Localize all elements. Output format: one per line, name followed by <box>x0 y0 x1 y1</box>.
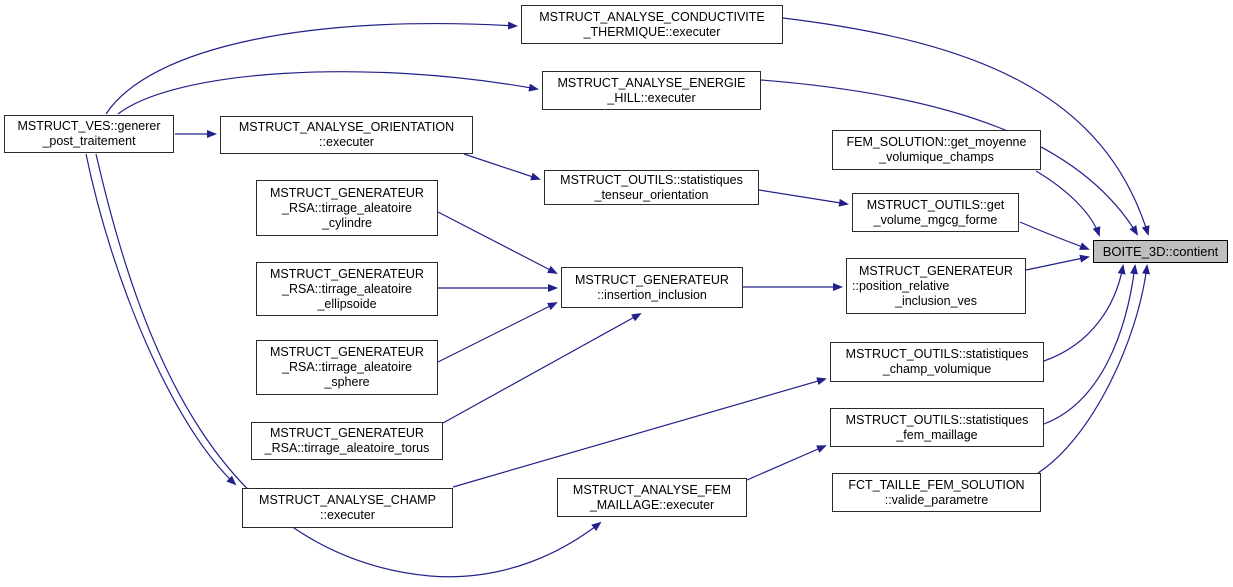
node-mstruct-analyse-conductivite-thermique-executer[interactable]: MSTRUCT_ANALYSE_CONDUCTIVITE _THERMIQUE:… <box>521 5 783 44</box>
edge-conductivite-to-contient <box>782 17 1150 236</box>
node-mstruct-generateur-position-relative-inclusion-ves[interactable]: MSTRUCT_GENERATEUR ::position_relative _… <box>846 258 1026 314</box>
node-label-line: _inclusion_ves <box>895 293 977 308</box>
edge-energie-to-contient <box>760 79 1139 236</box>
node-label-line: ::insertion_inclusion <box>597 287 707 302</box>
node-mstruct-outils-statistiques-fem-maillage[interactable]: MSTRUCT_OUTILS::statistiques _fem_mailla… <box>830 408 1044 447</box>
node-label-line: _RSA::tirrage_aleatoire <box>282 360 412 374</box>
edge-ves-to-energie <box>117 71 539 115</box>
edge-cylindre-to-insertion <box>437 211 558 274</box>
node-label-line: MSTRUCT_OUTILS::statistiques <box>845 412 1029 427</box>
node-label-line: MSTRUCT_ANALYSE_ENERGIE <box>557 75 746 90</box>
node-mstruct-generateur-rsa-tirrage-aleatoire-ellipsoide[interactable]: MSTRUCT_GENERATEUR _RSA::tirrage_aleatoi… <box>256 262 438 316</box>
node-label-line: ::valide_parametre <box>884 492 989 507</box>
edge-champ-volumique-to-contient <box>1043 264 1126 362</box>
node-mstruct-analyse-champ-executer[interactable]: MSTRUCT_ANALYSE_CHAMP ::executer <box>242 488 453 528</box>
node-mstruct-generateur-rsa-tirrage-aleatoire-sphere[interactable]: MSTRUCT_GENERATEUR _RSA::tirrage_aleatoi… <box>256 340 438 395</box>
edge-position-relative-to-contient <box>1025 254 1090 271</box>
node-label-line: MSTRUCT_OUTILS::get <box>866 197 1005 212</box>
edge-valide-parametre-to-contient <box>1037 264 1151 474</box>
node-label-line: _THERMIQUE::executer <box>583 24 721 39</box>
node-mstruct-generateur-rsa-tirrage-aleatoire-torus[interactable]: MSTRUCT_GENERATEUR _RSA::tirrage_aleatoi… <box>251 422 443 460</box>
node-label-line: MSTRUCT_GENERATEUR <box>859 263 1013 278</box>
node-mstruct-outils-statistiques-champ-volumique[interactable]: MSTRUCT_OUTILS::statistiques _champ_volu… <box>830 342 1044 382</box>
node-label-line: _RSA::tirrage_aleatoire <box>282 200 412 215</box>
node-label-line: MSTRUCT_GENERATEUR <box>270 266 424 281</box>
node-label-line: ::executer <box>320 508 375 522</box>
node-mstruct-ves-generer-post-traitement[interactable]: MSTRUCT_VES::generer _post_traitement <box>4 115 174 153</box>
node-label-line: ::executer <box>319 135 374 149</box>
node-label-line: _cylindre <box>321 215 373 230</box>
node-label-line: ::position_relative <box>852 278 950 293</box>
node-label-line: MSTRUCT_GENERATEUR <box>270 185 424 200</box>
node-mstruct-analyse-fem-maillage-executer[interactable]: MSTRUCT_ANALYSE_FEM _MAILLAGE::executer <box>557 478 747 517</box>
node-label-line: MSTRUCT_OUTILS::statistiques <box>560 172 743 187</box>
node-label-line: _HILL::executer <box>607 90 696 105</box>
edge-torus-to-insertion <box>442 313 642 424</box>
edge-tenseur-to-get-volume <box>758 189 849 207</box>
node-label-line: MSTRUCT_VES::generer <box>17 119 161 133</box>
edge-maillage-exec-to-fem-maillage <box>746 445 827 481</box>
edge-fem-maillage-to-contient <box>1043 264 1138 425</box>
node-label-line: _MAILLAGE::executer <box>589 497 715 512</box>
node-mstruct-outils-statistiques-tenseur-orientation[interactable]: MSTRUCT_OUTILS::statistiques _tenseur_or… <box>544 170 759 205</box>
node-label-line: MSTRUCT_OUTILS::statistiques <box>845 347 1029 361</box>
node-label-line: MSTRUCT_ANALYSE_FEM <box>572 482 732 497</box>
node-label-line: _fem_maillage <box>896 427 978 442</box>
node-label-line: FCT_TAILLE_FEM_SOLUTION <box>848 477 1025 492</box>
node-label-line: MSTRUCT_GENERATEUR <box>270 345 424 359</box>
node-label-line: BOITE_3D::contient <box>1102 244 1219 259</box>
node-mstruct-outils-get-volume-mgcg-forme[interactable]: MSTRUCT_OUTILS::get _volume_mgcg_forme <box>852 193 1019 232</box>
node-label-line: _RSA::tirrage_aleatoire_torus <box>264 441 430 455</box>
node-label-line: MSTRUCT_ANALYSE_CONDUCTIVITE <box>539 9 765 24</box>
node-mstruct-generateur-rsa-tirrage-aleatoire-cylindre[interactable]: MSTRUCT_GENERATEUR _RSA::tirrage_aleatoi… <box>256 180 438 236</box>
edge-orientation-to-tenseur <box>463 153 541 181</box>
node-label-line: _post_traitement <box>42 134 136 148</box>
node-fem-solution-get-moyenne-volumique-champs[interactable]: FEM_SOLUTION::get_moyenne _volumique_cha… <box>832 130 1041 170</box>
node-label-line: MSTRUCT_GENERATEUR <box>270 426 424 440</box>
node-label-line: _volumique_champs <box>879 150 994 164</box>
edge-ves-to-maillage-exec <box>95 153 602 578</box>
node-label-line: FEM_SOLUTION::get_moyenne <box>846 135 1027 149</box>
node-label-line: MSTRUCT_ANALYSE_ORIENTATION <box>238 120 455 134</box>
node-mstruct-generateur-insertion-inclusion[interactable]: MSTRUCT_GENERATEUR ::insertion_inclusion <box>561 267 743 308</box>
node-label-line: _ellipsoide <box>317 296 377 311</box>
node-label-line: MSTRUCT_GENERATEUR <box>575 272 729 287</box>
edge-champ-exec-to-champ-volumique <box>452 377 827 488</box>
edge-fem-solution-to-contient <box>1035 170 1101 237</box>
node-boite-3d-contient[interactable]: BOITE_3D::contient <box>1093 240 1228 263</box>
node-label-line: _sphere <box>324 375 370 389</box>
node-label-line: _tenseur_orientation <box>594 187 709 202</box>
node-label-line: _champ_volumique <box>882 362 992 376</box>
edge-sphere-to-insertion <box>437 302 558 363</box>
node-label-line: _RSA::tirrage_aleatoire <box>282 281 412 296</box>
node-mstruct-analyse-energie-hill-executer[interactable]: MSTRUCT_ANALYSE_ENERGIE _HILL::executer <box>542 71 761 110</box>
node-mstruct-analyse-orientation-executer[interactable]: MSTRUCT_ANALYSE_ORIENTATION ::executer <box>220 116 473 154</box>
node-fct-taille-fem-solution-valide-parametre[interactable]: FCT_TAILLE_FEM_SOLUTION ::valide_paramet… <box>832 473 1041 512</box>
edge-ves-to-champ-exec <box>85 153 237 486</box>
node-label-line: MSTRUCT_ANALYSE_CHAMP <box>259 493 436 507</box>
edge-get-volume-to-contient <box>1019 221 1090 250</box>
edge-ves-to-conductivite <box>105 21 518 115</box>
node-label-line: _volume_mgcg_forme <box>873 212 998 227</box>
